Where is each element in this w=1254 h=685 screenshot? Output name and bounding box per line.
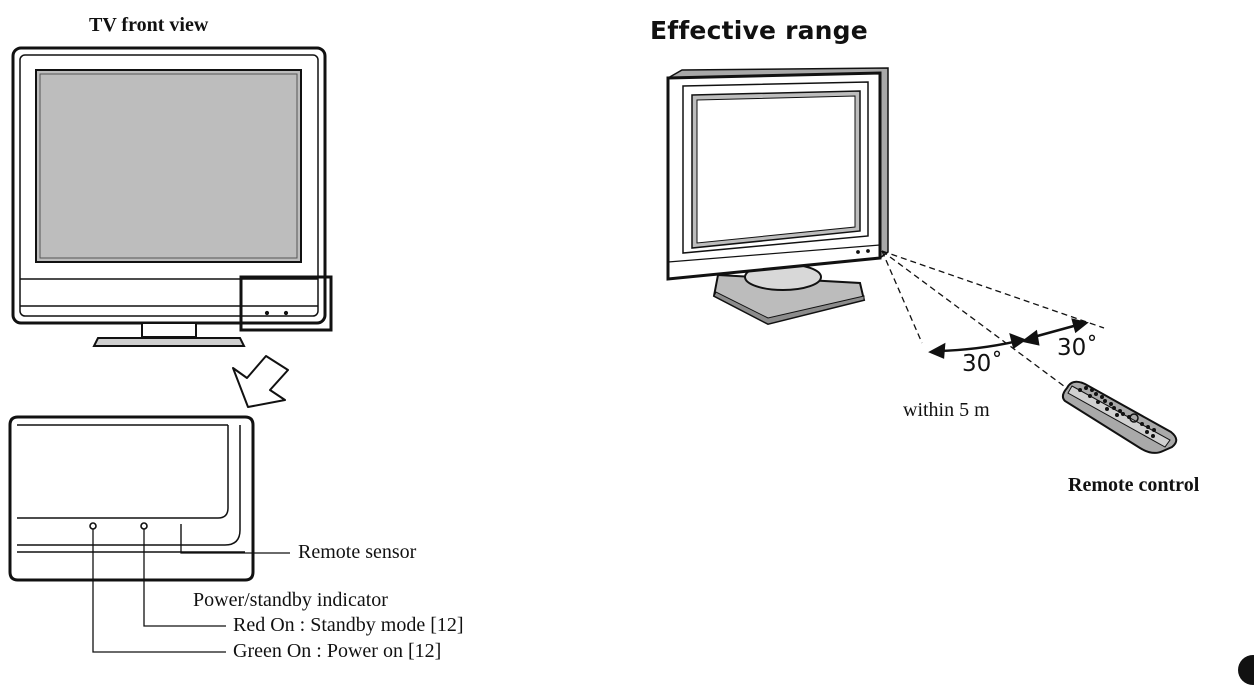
angle-right-label: 30˚	[1057, 335, 1098, 361]
range-lines	[881, 250, 1105, 399]
effective-range-title: Effective range	[650, 16, 868, 45]
leader-lines	[92, 529, 290, 653]
zoom-arrow-icon	[232, 355, 289, 408]
green-on-label: Green On : Power on [12]	[233, 640, 442, 662]
distance-label: within 5 m	[903, 399, 990, 421]
power-indicator-label: Power/standby indicator	[193, 589, 388, 611]
red-on-label: Red On : Standby mode [12]	[233, 614, 464, 636]
angle-left-label: 30˚	[962, 351, 1003, 377]
tv-perspective-icon	[666, 67, 889, 326]
tv-closeup-icon	[8, 415, 255, 582]
remote-control-icon	[1061, 380, 1178, 454]
remote-control-label: Remote control	[1068, 474, 1200, 496]
remote-sensor-label: Remote sensor	[298, 541, 417, 563]
tv-front-view-title: TV front view	[89, 14, 209, 36]
tv-front-icon	[11, 46, 333, 347]
angle-arrows	[928, 318, 1089, 359]
